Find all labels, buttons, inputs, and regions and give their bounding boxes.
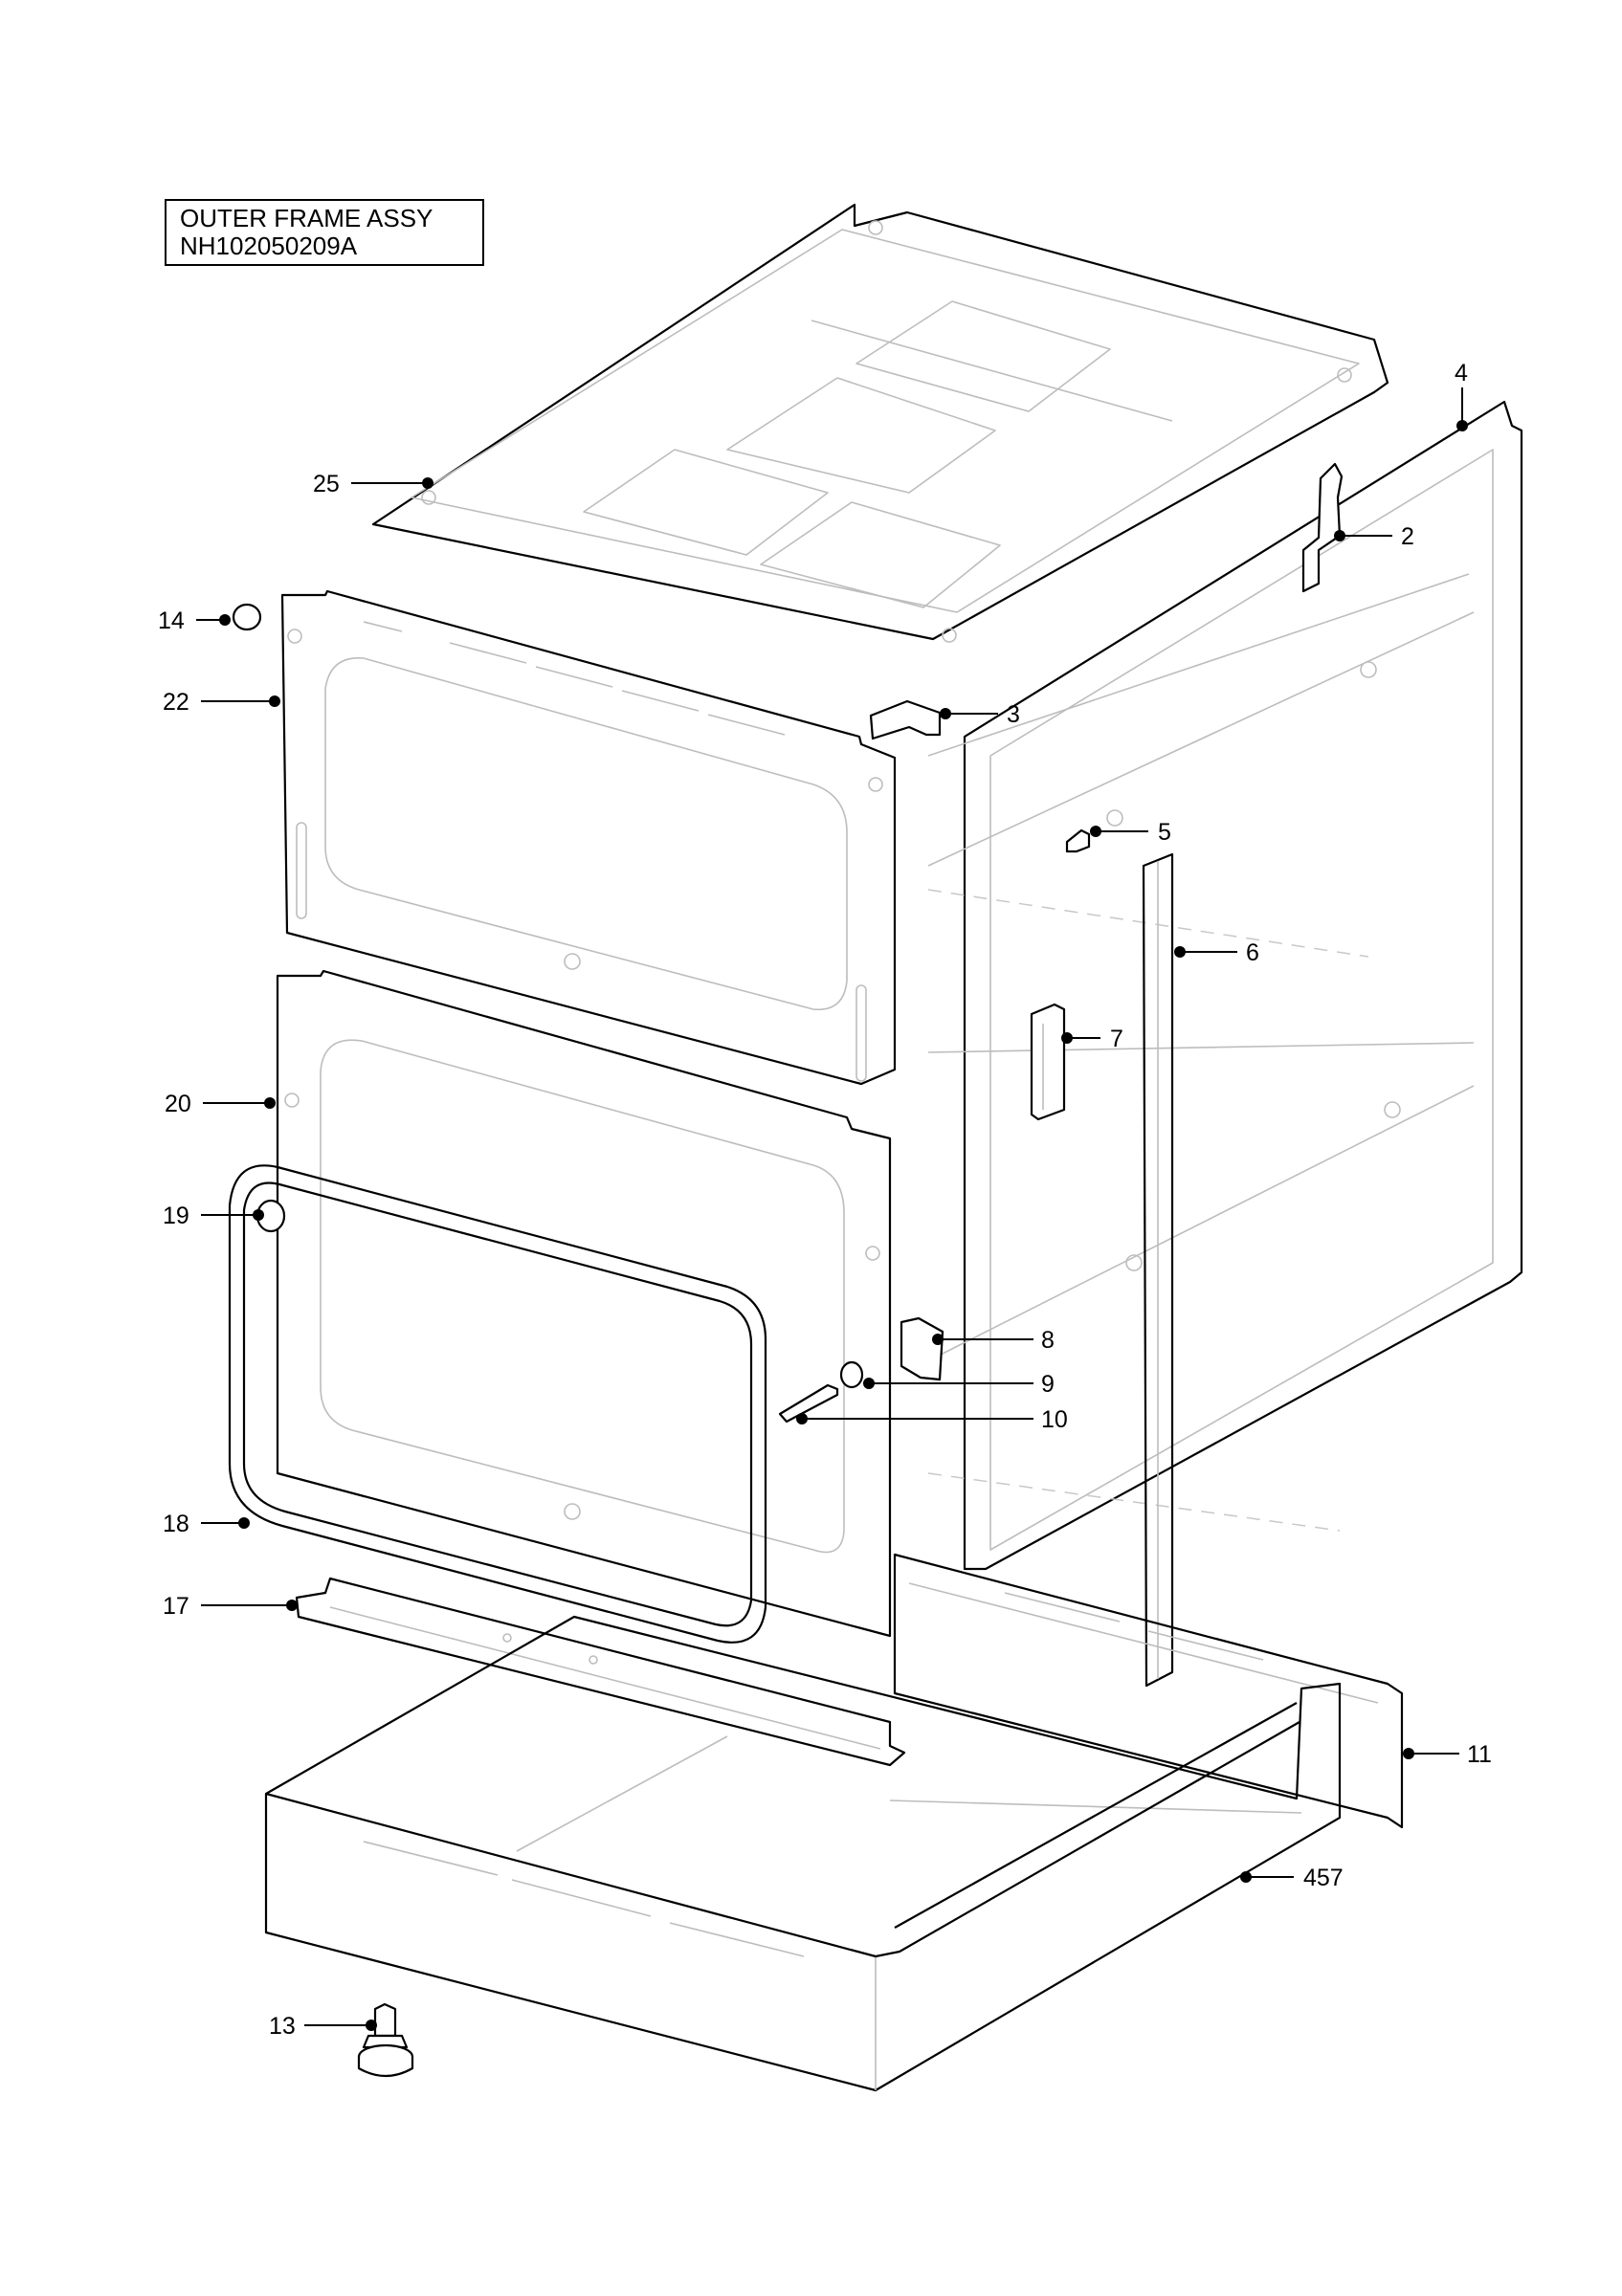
small-clip-drawing xyxy=(1065,828,1091,853)
leader-dot xyxy=(863,1378,875,1389)
leader-dot xyxy=(264,1097,276,1109)
catch-plate-drawing xyxy=(900,1316,944,1381)
callout-side-panel: 4 xyxy=(1455,360,1468,431)
leader-dot xyxy=(1174,946,1186,958)
leader-dot xyxy=(269,695,280,707)
leader-dot xyxy=(1403,1748,1414,1759)
callout-label: 457 xyxy=(1303,1865,1344,1891)
callout-label: 20 xyxy=(165,1091,191,1117)
callout-hinge-bracket: 2 xyxy=(1334,523,1414,550)
callout-label: 14 xyxy=(158,607,185,634)
hinge-bracket-drawing xyxy=(1301,462,1344,593)
leader-dot xyxy=(1456,420,1468,431)
callout-label: 10 xyxy=(1041,1406,1068,1433)
leader-dot xyxy=(796,1413,808,1424)
callout-label: 5 xyxy=(1158,819,1171,846)
leader-dot xyxy=(1334,530,1345,541)
grommet-drawing xyxy=(232,603,262,631)
callout-label: 11 xyxy=(1467,1741,1492,1768)
callout-label: 7 xyxy=(1110,1026,1123,1052)
callout-washer: 9 xyxy=(863,1371,1055,1398)
callout-label: 19 xyxy=(163,1203,189,1229)
callout-rear-panel: 11 xyxy=(1403,1741,1492,1768)
plinth-base-drawing xyxy=(264,1615,1342,2092)
vertical-strip-drawing xyxy=(1142,852,1174,1688)
callout-layer: 25 4 2 14 22 3 5 6 7 20 19 8 9 10 18 17 11 457 13 xyxy=(158,360,1492,2040)
callout-corner-bracket: 3 xyxy=(940,701,1020,728)
leader-dot xyxy=(238,1517,250,1529)
callout-lower-front-frame: 20 xyxy=(165,1091,276,1117)
leader-dot xyxy=(366,2020,377,2031)
callout-label: 18 xyxy=(163,1511,189,1537)
callout-label: 4 xyxy=(1455,360,1468,386)
callout-bumper: 19 xyxy=(163,1203,264,1229)
leader-dot xyxy=(1240,1871,1252,1883)
leader-dot xyxy=(1061,1032,1073,1044)
screw-drawing xyxy=(778,1383,839,1424)
upper-front-frame-drawing xyxy=(280,589,897,1086)
callout-label: 13 xyxy=(269,2013,296,2040)
callout-label: 9 xyxy=(1041,1371,1055,1398)
callout-plinth-base: 457 xyxy=(1240,1865,1344,1891)
callout-label: 25 xyxy=(313,471,340,497)
leader-dot xyxy=(253,1209,264,1221)
callout-upper-front-frame: 22 xyxy=(163,689,280,716)
side-panel-drawing xyxy=(927,400,1523,1571)
callout-label: 8 xyxy=(1041,1327,1055,1354)
leader-dot xyxy=(932,1334,944,1345)
top-panel-drawing xyxy=(371,203,1389,643)
leader-dot xyxy=(286,1600,298,1611)
callout-side-bracket: 7 xyxy=(1061,1026,1123,1052)
door-gasket-drawing xyxy=(228,1164,767,1644)
leader-dot xyxy=(422,477,433,489)
callout-levelling-foot: 13 xyxy=(269,2013,377,2040)
callout-top-panel: 25 xyxy=(313,471,433,497)
callout-small-clip: 5 xyxy=(1090,819,1171,846)
levelling-foot-drawing xyxy=(357,2002,414,2078)
callout-label: 3 xyxy=(1007,701,1020,728)
rear-panel-drawing xyxy=(893,1553,1404,1829)
callout-screw: 10 xyxy=(796,1406,1068,1433)
callout-door-gasket: 18 xyxy=(163,1511,250,1537)
bottom-rail-drawing xyxy=(295,1577,906,1767)
leader-dot xyxy=(219,614,231,626)
leader-dot xyxy=(940,708,951,719)
callout-label: 22 xyxy=(163,689,189,716)
callout-label: 17 xyxy=(163,1593,189,1620)
callout-vertical-strip: 6 xyxy=(1174,939,1259,966)
side-bracket-drawing xyxy=(1030,1003,1066,1121)
washer-drawing xyxy=(839,1360,864,1389)
assembly-part-number: NH102050209A xyxy=(180,232,358,260)
leader-dot xyxy=(1090,826,1101,837)
callout-catch-plate: 8 xyxy=(932,1327,1055,1354)
assembly-title-box: OUTER FRAME ASSY NH102050209A xyxy=(165,199,484,266)
callout-bottom-rail: 17 xyxy=(163,1593,298,1620)
callout-label: 6 xyxy=(1246,939,1259,966)
lower-front-frame-drawing xyxy=(276,969,892,1638)
callout-grommet: 14 xyxy=(158,607,231,634)
corner-bracket-drawing xyxy=(869,699,942,740)
callout-label: 2 xyxy=(1401,523,1414,550)
assembly-title: OUTER FRAME ASSY xyxy=(180,204,433,232)
